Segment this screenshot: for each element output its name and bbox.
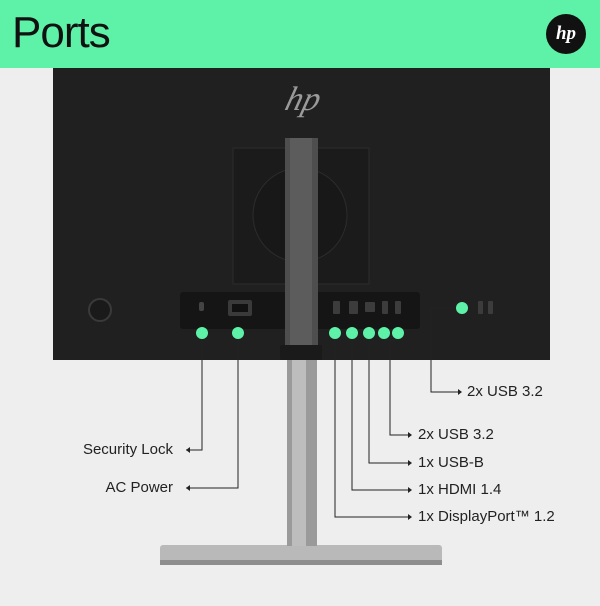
label-ac-power: AC Power xyxy=(105,479,173,496)
label-usb32-rear: 2x USB 3.2 xyxy=(418,426,494,443)
marker-side-usb xyxy=(456,302,468,314)
marker-usb-a-2 xyxy=(392,327,404,339)
marker-ac-power xyxy=(232,327,244,339)
cable-clip xyxy=(280,345,322,360)
marker-displayport xyxy=(329,327,341,339)
marker-usb-a-1 xyxy=(378,327,390,339)
power-button xyxy=(88,298,112,322)
label-displayport: 1x DisplayPort™ 1.2 xyxy=(418,508,555,525)
label-hdmi: 1x HDMI 1.4 xyxy=(418,481,502,498)
hp-logo-icon: hp xyxy=(546,14,586,54)
header-banner: Ports hp xyxy=(0,0,600,68)
marker-usb-b xyxy=(363,327,375,339)
label-usb32-side: 2x USB 3.2 xyxy=(467,383,543,400)
marker-security-lock xyxy=(196,327,208,339)
marker-hdmi xyxy=(346,327,358,339)
label-security-lock: Security Lock xyxy=(82,441,173,458)
label-usb-b: 1x USB-B xyxy=(418,454,484,471)
page-title: Ports xyxy=(12,8,111,57)
